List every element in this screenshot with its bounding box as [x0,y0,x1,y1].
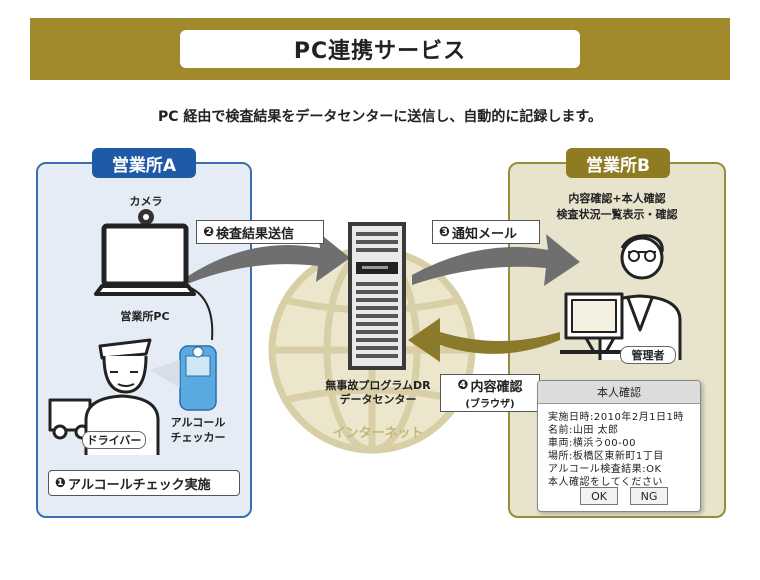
dialog-line-result: アルコール検査結果:OK [548,464,662,475]
manager-label: 管理者 [620,346,676,364]
dialog-line-place: 場所:板橋区東新町1丁目 [548,451,664,462]
manager-icon [560,234,682,360]
office-b-title: 営業所B [566,148,670,178]
camera-label: カメラ [129,195,163,208]
datacenter-label-1: 無事故プログラムDR [325,379,431,392]
step4-text: 内容確認 [470,380,523,395]
step2-label: ❷ 検査結果送信 [196,220,324,244]
step3-text: 通知メール [452,226,518,242]
office-b-desc-1: 内容確認+本人確認 [568,192,666,205]
office-a-title: 営業所A [92,148,196,178]
step2-number: ❷ [203,224,215,240]
browser-arrow [408,318,560,362]
office-b-desc-2: 検査状況一覧表示・確認 [556,208,678,221]
driver-label: ドライバー [82,431,146,449]
identity-confirm-dialog: 本人確認 実施日時:2010年2月1日1時 名前:山田 太郎 車両:横浜う00-… [537,380,701,512]
dialog-line-instruction: 本人確認をしてください [548,477,663,488]
step1-label: ❶ アルコールチェック実施 [48,470,240,496]
pc-label: 営業所PC [120,310,170,323]
dialog-title: 本人確認 [538,381,700,404]
step1-text: アルコールチェック実施 [68,477,211,493]
alcohol-checker-icon [150,345,217,411]
step4-subtext: (ブラウザ) [465,399,515,410]
step2-text: 検査結果送信 [216,226,295,242]
step4-label: ❹ 内容確認 (ブラウザ) [440,374,540,412]
internet-label: インターネット [332,426,424,441]
checker-label-2: チェッカー [170,431,226,444]
step1-number: ❶ [55,475,67,491]
page-subtitle: PC 経由で検査結果をデータセンターに送信し、自動的に記録します。 [157,109,602,125]
ng-button[interactable]: NG [630,487,668,505]
step4-number: ❹ [457,378,469,393]
server-icon [348,222,406,370]
ok-button[interactable]: OK [580,487,618,505]
dialog-line-vehicle: 車両:横浜う00-00 [548,438,636,449]
step3-number: ❸ [439,224,451,240]
page-title: PC連携サービス [180,30,580,68]
step3-label: ❸ 通知メール [432,220,540,244]
datacenter-label-2: データセンター [339,393,417,406]
laptop-icon [94,209,214,341]
checker-label-1: アルコール [170,416,226,429]
dialog-line-datetime: 実施日時:2010年2月1日1時 [548,412,684,423]
mail-arrow [412,234,580,286]
send-arrow [185,232,350,285]
dialog-line-name: 名前:山田 太郎 [548,425,619,436]
